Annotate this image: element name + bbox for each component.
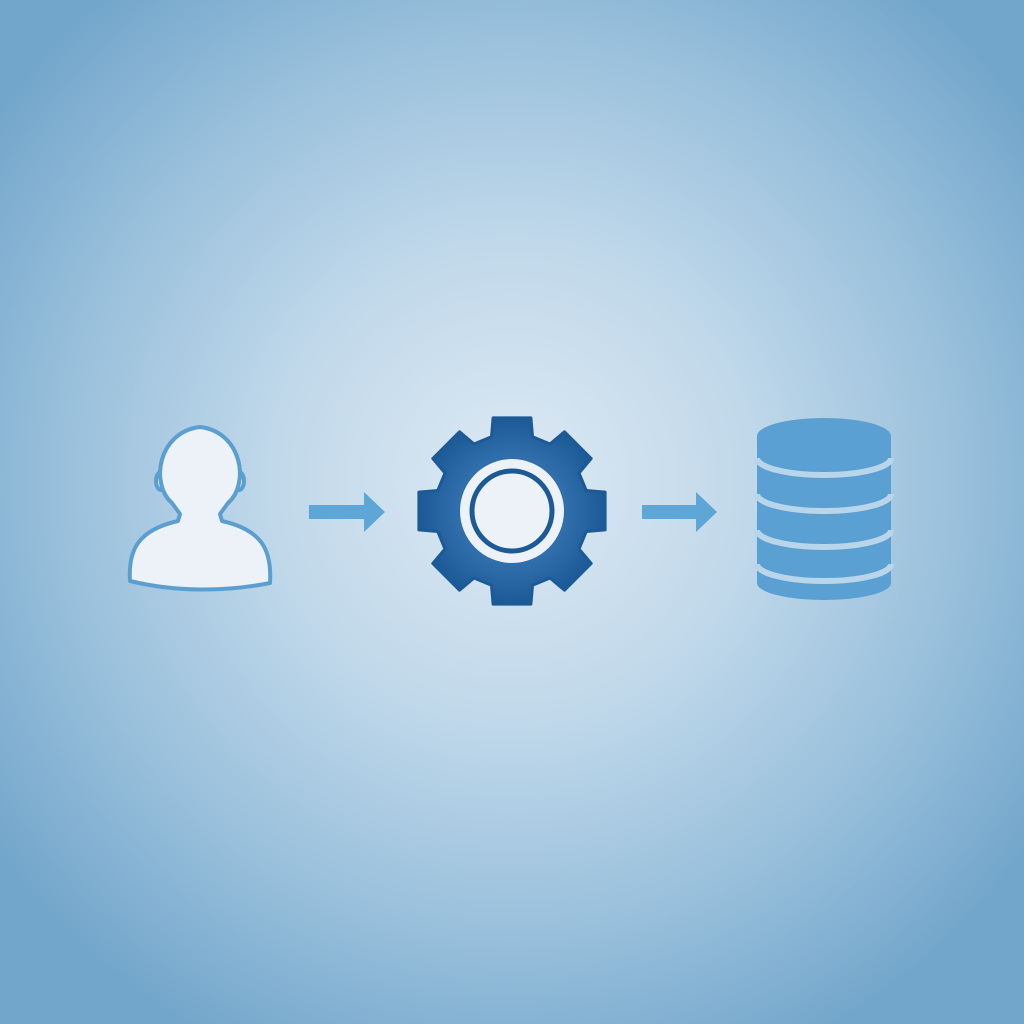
node-storage (754, 418, 894, 600)
user-head-outline (158, 424, 242, 505)
database-divider (754, 457, 894, 478)
arrow-right-icon (642, 492, 717, 532)
database-divider (754, 529, 894, 550)
database-icon (754, 418, 894, 600)
node-process (417, 416, 607, 606)
gear-ring-inner (469, 468, 555, 554)
node-user (127, 424, 273, 592)
database-divider (754, 563, 894, 584)
arrow-right-icon (309, 492, 385, 532)
edge-user-to-process (309, 492, 385, 532)
database-body (757, 436, 891, 600)
edge-process-to-storage (642, 492, 717, 532)
database-top (757, 418, 891, 454)
database-divider (754, 493, 894, 514)
gear-ring (460, 459, 564, 563)
user-head-cover (160, 427, 240, 503)
